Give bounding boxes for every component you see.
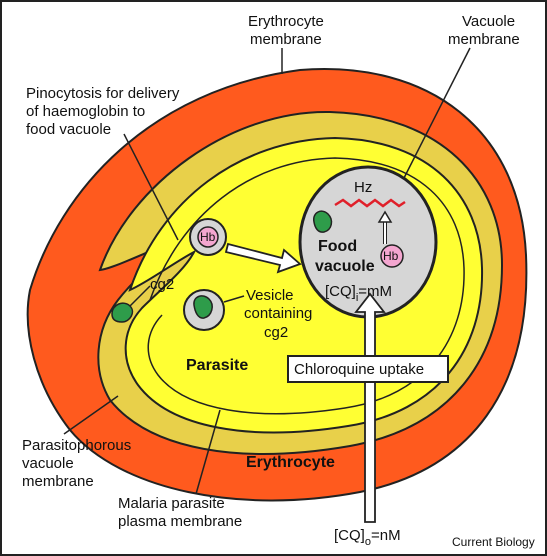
erythrocyte-label: Erythrocyte xyxy=(246,454,335,471)
cq-outside-label: [CQ]o=nM xyxy=(334,527,401,548)
cg2-blob-vacuole xyxy=(314,211,332,232)
pinocytosis-label-1: Pinocytosis for delivery xyxy=(26,85,180,102)
hb-vacuole-label: Hb xyxy=(383,249,399,263)
cg2-blob-vesicle xyxy=(194,296,212,318)
pinocytosis-label-3: food vacuole xyxy=(26,121,111,138)
food-label-2: vacuole xyxy=(315,258,375,275)
plasma-membrane-label-1: Malaria parasite xyxy=(118,495,225,512)
vacuole-membrane-label-2: membrane xyxy=(448,31,520,48)
pvm-label-2: vacuole xyxy=(22,455,74,472)
pvm-label-3: membrane xyxy=(22,473,94,490)
parasite-label: Parasite xyxy=(186,357,248,374)
credit-label: Current Biology xyxy=(452,535,535,549)
vesicle-label-2: containing xyxy=(244,305,312,322)
pinocytosis-label-2: of haemoglobin to xyxy=(26,103,145,120)
food-label-1: Food xyxy=(318,238,357,255)
erythrocyte-membrane-label-1: Erythrocyte xyxy=(248,13,324,30)
cg2-blob-membrane xyxy=(112,303,132,322)
cg2-label: cg2 xyxy=(150,276,174,293)
plasma-membrane-label-2: plasma membrane xyxy=(118,513,242,530)
vesicle-label-3: cg2 xyxy=(264,324,288,341)
hz-label: Hz xyxy=(354,179,372,196)
hb-vesicle-label: Hb xyxy=(200,230,216,244)
vacuole-membrane-label-1: Vacuole xyxy=(462,13,515,30)
pvm-label-1: Parasitophorous xyxy=(22,437,131,454)
erythrocyte-membrane-label-2: membrane xyxy=(250,31,322,48)
vesicle-label-1: Vesicle xyxy=(246,287,294,304)
chloroquine-uptake-label: Chloroquine uptake xyxy=(294,361,424,378)
